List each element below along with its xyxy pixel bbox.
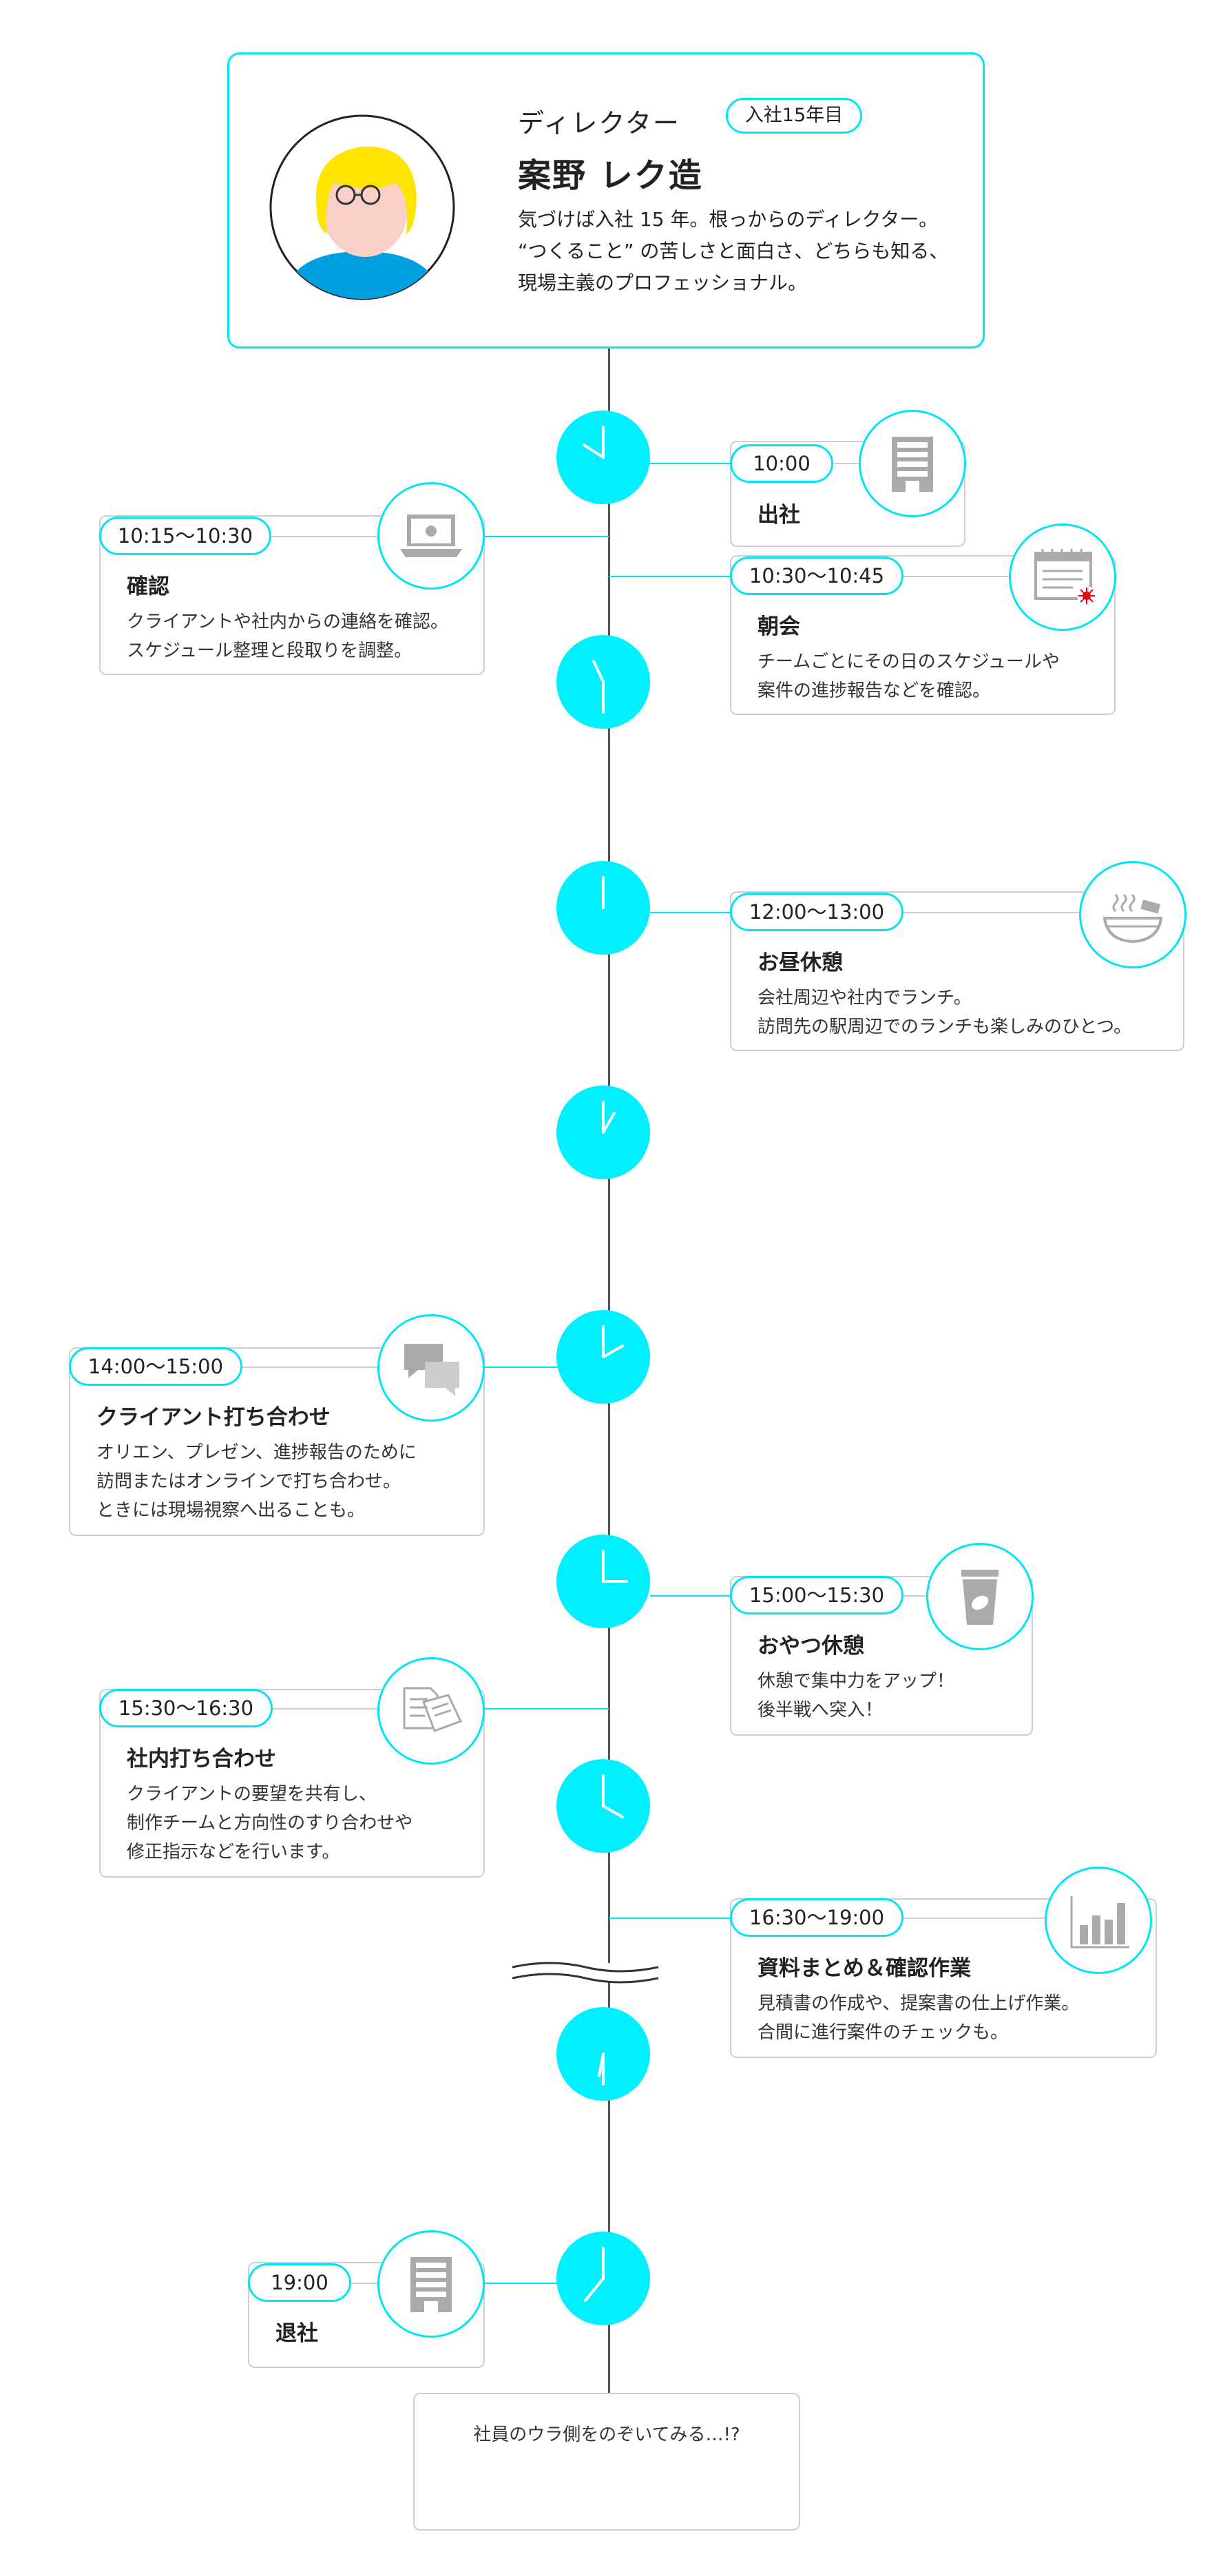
event-description: 休憩で集中力をアップ！ 後半戦へ突入！: [758, 1671, 955, 1721]
event-title: クライアント打ち合わせ: [96, 1405, 331, 1430]
time-pill: 15:30〜16:30: [99, 1689, 273, 1727]
laptop-icon: [377, 482, 485, 590]
connector: [482, 1367, 558, 1368]
clock-12-00: [556, 861, 650, 955]
time-pill: 10:00: [730, 444, 833, 483]
connector: [351, 2283, 382, 2284]
event-description: 見積書の作成や、提案書の仕上げ作業。 合間に進行案件のチェックも。: [758, 1993, 1080, 2043]
profile-role: ディレクター: [518, 108, 680, 138]
connector: [482, 1708, 609, 1710]
clock-15-00: [556, 1535, 650, 1628]
profile-description: 気づけば入社 15 年。根っからのディレクター。 “つくること” の苦しさと面白…: [518, 208, 949, 294]
event-description: クライアントの要望を共有し、 制作チームと方向性のすり合わせや 修正指示などを行…: [127, 1784, 413, 1862]
clock-10-00: [556, 411, 650, 504]
connector: [241, 1367, 386, 1368]
time-pill: 10:15〜10:30: [99, 517, 271, 555]
clock-13-00: [556, 1086, 650, 1179]
connector: [902, 912, 1084, 913]
connector: [482, 536, 609, 537]
calendar-icon: [1009, 523, 1116, 631]
time-pill: 19:00: [248, 2263, 351, 2302]
event-description: オリエン、プレゼン、進捗報告のために 訪問またはオンラインで打ち合わせ。 ときに…: [96, 1442, 417, 1521]
connector: [650, 463, 731, 464]
connector: [902, 1918, 1047, 1919]
clock-19-00: [556, 2232, 650, 2325]
connector: [902, 1595, 930, 1597]
connector: [833, 463, 861, 464]
bar-chart-icon: [1045, 1867, 1152, 1974]
time-pill: 16:30〜19:00: [730, 1898, 903, 1937]
documents-icon: [377, 1657, 485, 1765]
connector: [609, 576, 731, 577]
connector: [482, 2283, 558, 2284]
time-pill: 10:30〜10:45: [730, 557, 903, 595]
avatar: [269, 114, 456, 301]
years-badge: 入社15年目: [726, 98, 862, 134]
connector: [650, 1595, 731, 1597]
clock-18-30: [556, 2007, 650, 2101]
rice-bowl-icon: [1079, 861, 1187, 968]
event-title: 退社: [275, 2321, 318, 2346]
footer-box: [413, 2393, 800, 2531]
coffee-cup-icon: [926, 1543, 1034, 1650]
time-break-mark: [510, 1960, 661, 1988]
clock-16-00: [556, 1759, 650, 1853]
office-building-icon: [377, 2230, 485, 2338]
clock-14-00: [556, 1310, 650, 1404]
event-title: 確認: [127, 574, 169, 599]
event-title: お昼休憩: [758, 951, 843, 975]
event-description: チームごとにその日のスケジュールや 案件の進捗報告などを確認。: [758, 652, 1060, 701]
event-title: 資料まとめ＆確認作業: [758, 1956, 971, 1981]
event-title: おやつ休憩: [758, 1634, 864, 1659]
profile-name: 案野 レク造: [518, 156, 703, 195]
time-pill: 14:00〜15:00: [69, 1347, 242, 1386]
office-building-icon: [859, 410, 966, 517]
connector: [270, 536, 380, 537]
connector: [902, 576, 1012, 577]
connector: [271, 1708, 382, 1710]
event-title: 朝会: [758, 614, 800, 639]
clock-10-30: [556, 635, 650, 729]
footer-text: 社員のウラ側をのぞいてみる…!?: [473, 2424, 740, 2445]
time-pill: 12:00〜13:00: [730, 893, 903, 931]
chat-bubbles-icon: [377, 1314, 485, 1422]
event-title: 出社: [758, 503, 800, 528]
time-pill: 15:00〜15:30: [730, 1576, 903, 1614]
connector: [650, 912, 731, 913]
event-description: 会社周辺や社内でランチ。 訪問先の駅周辺でのランチも楽しみのひとつ。: [758, 988, 1132, 1037]
connector: [609, 1918, 731, 1919]
event-title: 社内打ち合わせ: [127, 1747, 276, 1772]
event-description: クライアントや社内からの連絡を確認。 スケジュール整理と段取りを調整。: [127, 612, 448, 661]
